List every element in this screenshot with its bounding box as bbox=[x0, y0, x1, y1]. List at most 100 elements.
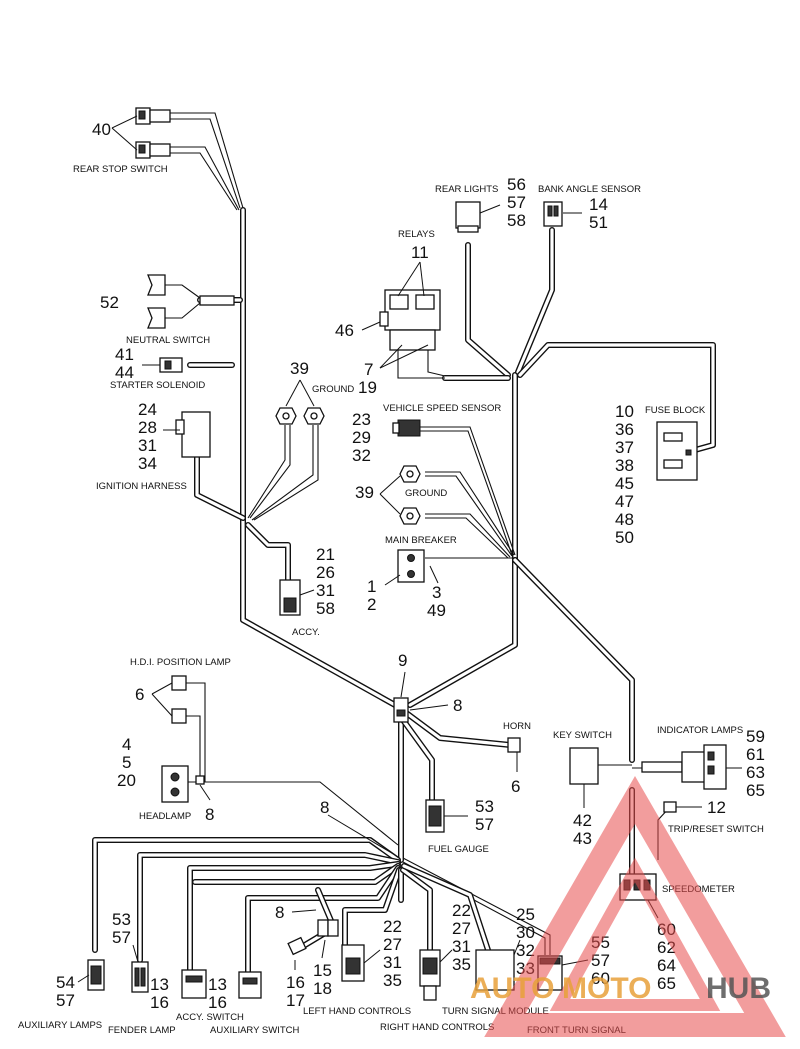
callout: 11 bbox=[411, 243, 429, 262]
rear-lights: REAR LIGHTS 56 57 58 bbox=[435, 175, 526, 233]
label-trip-reset-switch: TRIP/RESET SWITCH bbox=[668, 824, 764, 835]
callout: 37 bbox=[615, 438, 634, 457]
fuse-block: FUSE BLOCK 10 36 37 38 45 47 48 50 bbox=[615, 402, 706, 547]
label-main-breaker: MAIN BREAKER bbox=[385, 535, 457, 546]
callout: 59 bbox=[746, 727, 765, 746]
callout: 64 bbox=[657, 956, 676, 975]
callout: 27 bbox=[383, 935, 402, 954]
callout: 31 bbox=[383, 953, 402, 972]
callout: 49 bbox=[427, 601, 446, 620]
callout: 57 bbox=[112, 928, 131, 947]
callout: 24 bbox=[138, 400, 157, 419]
label-bank-angle-sensor: BANK ANGLE SENSOR bbox=[538, 184, 641, 195]
callout: 8 bbox=[453, 696, 462, 715]
watermark-triangle-inner bbox=[549, 857, 721, 1011]
fender-lamp: 53 57 FENDER LAMP bbox=[108, 910, 176, 1036]
accy-connector: 21 26 31 58 ACCY. bbox=[279, 545, 335, 638]
ground-top: 39 GROUND bbox=[275, 359, 354, 425]
ignition-harness: 24 28 31 34 IGNITION HARNESS bbox=[96, 400, 211, 492]
label-fuse-block: FUSE BLOCK bbox=[645, 405, 706, 416]
callout: 26 bbox=[316, 563, 335, 582]
label-starter-solenoid: STARTER SOLENOID bbox=[110, 380, 205, 391]
callout: 43 bbox=[573, 829, 592, 848]
callout: 30 bbox=[516, 923, 535, 942]
watermark-triangle-outer bbox=[484, 776, 786, 1037]
auxiliary-switch: 13 16 AUXILIARY SWITCH bbox=[208, 971, 300, 1036]
callout: 1 bbox=[367, 577, 376, 596]
callout: 4 bbox=[122, 735, 131, 754]
rear-stop-switch: 40 REAR STOP SWITCH bbox=[73, 107, 171, 175]
label-indicator-lamps: INDICATOR LAMPS bbox=[657, 725, 743, 736]
callout: 54 bbox=[56, 973, 75, 992]
callout: 6 bbox=[511, 777, 520, 796]
callout: 38 bbox=[615, 456, 634, 475]
callout: 51 bbox=[589, 213, 608, 232]
horn: HORN 6 bbox=[503, 721, 531, 796]
turn-signal-module: 25 30 32 33 TURN SIGNAL MODULE bbox=[442, 905, 549, 1017]
callout: 12 bbox=[707, 798, 726, 817]
label-rear-lights: REAR LIGHTS bbox=[435, 184, 498, 195]
callout: 15 bbox=[313, 961, 332, 980]
accy-switch: 13 16 ACCY. SWITCH bbox=[150, 969, 244, 1023]
main-breaker: MAIN BREAKER 1 2 3 49 bbox=[367, 535, 457, 620]
callout: 22 bbox=[383, 917, 402, 936]
label-rear-stop-switch: REAR STOP SWITCH bbox=[73, 164, 168, 175]
callout: 8 bbox=[320, 798, 329, 817]
label-right-hand-controls: RIGHT HAND CONTROLS bbox=[380, 1022, 494, 1033]
callout: 6 bbox=[135, 685, 144, 704]
callout: 53 bbox=[112, 910, 131, 929]
callout: 8 bbox=[275, 903, 284, 922]
callout: 35 bbox=[383, 971, 402, 990]
label-fuel-gauge: FUEL GAUGE bbox=[428, 844, 489, 855]
trip-reset-switch: 12 TRIP/RESET SWITCH bbox=[663, 798, 764, 835]
key-switch: KEY SWITCH 42 43 bbox=[553, 730, 612, 848]
inline-connectors: 16 17 15 18 bbox=[286, 919, 339, 1010]
watermark: AUTO MOTO HUB bbox=[470, 776, 786, 1037]
indicator-lamps: INDICATOR LAMPS 59 61 63 65 bbox=[641, 725, 765, 800]
callout: 63 bbox=[746, 763, 765, 782]
lower-callouts: 8 8 bbox=[275, 798, 396, 922]
callout: 53 bbox=[475, 797, 494, 816]
callout: 39 bbox=[290, 359, 309, 378]
auxiliary-lamps: 54 57 AUXILIARY LAMPS bbox=[18, 959, 105, 1031]
callout: 10 bbox=[615, 402, 634, 421]
callout: 52 bbox=[100, 293, 119, 312]
callout: 2 bbox=[367, 595, 376, 614]
callout: 58 bbox=[507, 211, 526, 230]
callout: 3 bbox=[432, 583, 441, 602]
callout: 46 bbox=[335, 321, 354, 340]
central-hub: 9 8 bbox=[393, 651, 462, 723]
callout: 60 bbox=[591, 969, 610, 988]
right-hand-controls: 22 27 31 35 RIGHT HAND CONTROLS bbox=[380, 901, 494, 1033]
left-hand-controls: 22 27 31 35 LEFT HAND CONTROLS bbox=[303, 917, 411, 1017]
callout: 16 bbox=[150, 993, 169, 1012]
bank-angle-sensor: BANK ANGLE SENSOR 14 51 bbox=[538, 184, 641, 232]
callout: 5 bbox=[122, 753, 131, 772]
callout: 21 bbox=[316, 545, 335, 564]
callout: 58 bbox=[316, 599, 335, 618]
callout: 57 bbox=[591, 951, 610, 970]
callout: 45 bbox=[615, 474, 634, 493]
label-turn-signal-module: TURN SIGNAL MODULE bbox=[442, 1006, 549, 1017]
label-neutral-switch: NEUTRAL SWITCH bbox=[126, 335, 210, 346]
callout: 48 bbox=[615, 510, 634, 529]
callout: 36 bbox=[615, 420, 634, 439]
label-auxiliary-switch: AUXILIARY SWITCH bbox=[210, 1025, 300, 1036]
fuel-gauge: 53 57 FUEL GAUGE bbox=[425, 797, 494, 855]
label-fender-lamp: FENDER LAMP bbox=[108, 1025, 176, 1036]
callout: 16 bbox=[286, 973, 305, 992]
callout: 56 bbox=[507, 175, 526, 194]
label-horn: HORN bbox=[503, 721, 531, 732]
callout: 23 bbox=[352, 410, 371, 429]
callout: 28 bbox=[138, 418, 157, 437]
label-vehicle-speed-sensor: VEHICLE SPEED SENSOR bbox=[383, 403, 501, 414]
callout: 42 bbox=[573, 811, 592, 830]
label-ground-mid: GROUND bbox=[405, 488, 447, 499]
callout: 27 bbox=[452, 919, 471, 938]
callout: 7 bbox=[364, 360, 373, 379]
callout: 65 bbox=[657, 974, 676, 993]
callout: 57 bbox=[56, 991, 75, 1010]
label-headlamp: HEADLAMP bbox=[139, 811, 191, 822]
callout: 17 bbox=[286, 991, 305, 1010]
